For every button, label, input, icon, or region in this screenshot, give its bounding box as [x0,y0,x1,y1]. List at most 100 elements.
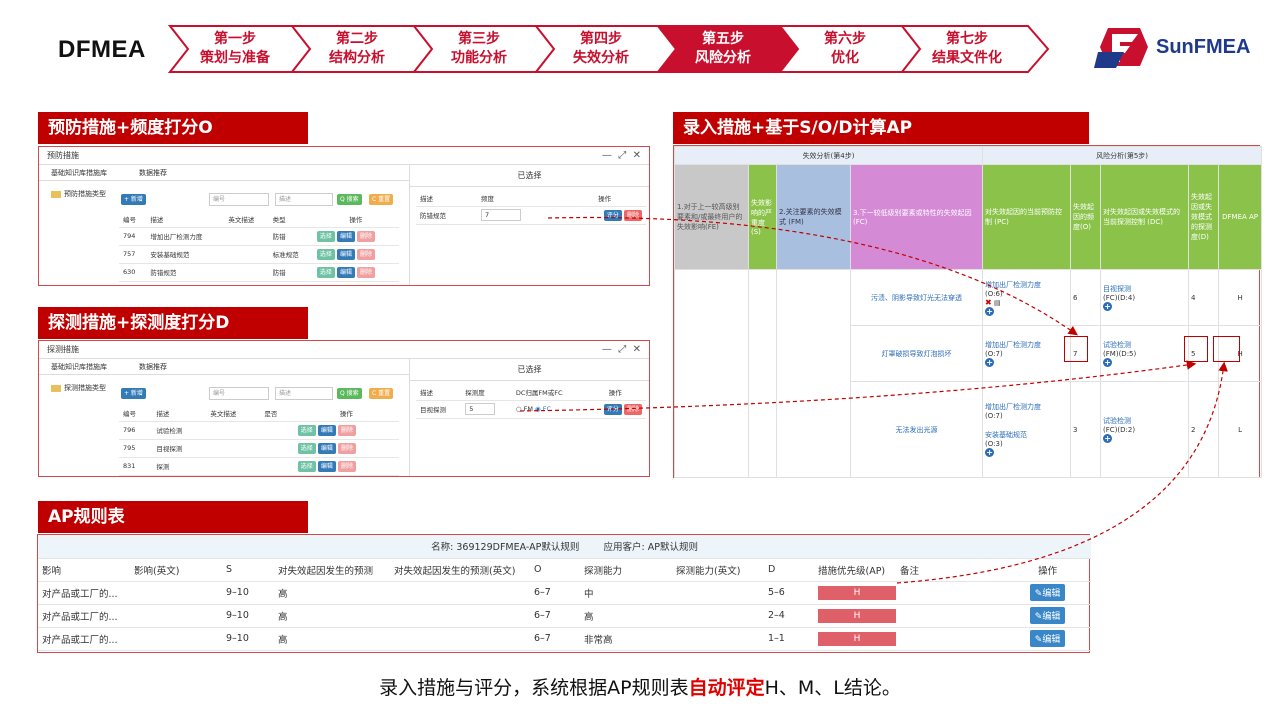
cell-impact: 对产品或工厂的... [38,581,130,605]
selected-title: 已选择 [410,165,649,187]
code-input[interactable]: 编号 [209,193,269,206]
radio-fc[interactable]: ◉ FC [535,405,552,413]
delete-button[interactable]: 删除 [623,403,642,415]
doc-icon[interactable]: ▤ [993,298,1001,307]
step-5[interactable]: 第五步风险分析 [656,24,806,74]
add-icon[interactable]: + [1103,302,1113,311]
delete-button[interactable]: 删除 [337,442,356,454]
cell-fc[interactable]: 无法发出光源 [849,381,984,478]
select-button[interactable]: 选择 [316,248,335,260]
edit-button[interactable]: 编辑 [336,248,355,260]
search-button[interactable]: Q 搜索 [337,388,362,399]
col-d: D [764,558,814,582]
select-button[interactable]: 选择 [297,460,316,472]
step-1[interactable]: 第一步策划与准备 [168,24,318,74]
cell-fc[interactable]: 污渍、阴影导致灯光无法穿透 [849,269,984,326]
tree-item-detection-type[interactable]: 探测措施类型 [51,383,106,393]
delete-button[interactable]: 删除 [337,424,356,436]
select-button[interactable]: 选择 [297,442,316,454]
desc-input[interactable]: 描述 [275,193,333,206]
delete-button[interactable]: 删除 [623,209,642,221]
edit-button[interactable]: 编辑 [336,266,355,278]
edit-button[interactable]: 编辑 [317,424,336,436]
prevention-window: 预防措施— ⤢ ✕ 基础知识库措施库 数据推荐 预防措施类型 + 新增 编号 描… [38,146,650,286]
table-header: 描述频度操作 [416,191,646,207]
cell-d: 1–1 [764,627,814,651]
add-icon[interactable]: + [1103,434,1113,443]
step-label: 第三步功能分析 [432,30,526,68]
select-button[interactable]: 选择 [297,424,316,436]
edit-button[interactable]: 编辑 [336,230,355,242]
cell-fc[interactable]: 灯罩破损导致灯泡损坏 [849,325,984,382]
tab-knowledge-base[interactable]: 基础知识库措施库 [51,363,107,371]
step-number: 第三步 [458,31,500,47]
prevention-window-title: 预防措施— ⤢ ✕ [39,147,649,165]
cell-pc: 增加出厂检测力度(O:7)安装基础规范(O:3)+ [982,381,1072,478]
add-button[interactable]: + 新增 [121,194,146,205]
tree-item-label: 探测措施类型 [64,384,106,392]
cell-o: 6–7 [530,604,580,628]
tab-data-recommend[interactable]: 数据推荐 [139,169,167,177]
dc-item[interactable]: 试验检测 [1103,417,1132,425]
step-6[interactable]: 第六步优化 [778,24,928,74]
edit-button[interactable]: 编辑 [317,460,336,472]
tree-item-prevention-type[interactable]: 预防措施类型 [51,189,106,199]
edit-button[interactable]: ✎编辑 [1029,630,1066,647]
delete-button[interactable]: 删除 [357,266,376,278]
radio-fm[interactable]: ○ FM [515,405,533,413]
col-dc-owner: DC归属FM或FC [511,385,585,401]
fmea-row: 污渍、阴影导致灯光无法穿透 增加出厂检测力度(O:6)✖ ▤+ 6 目视探测(F… [674,269,1263,478]
add-icon[interactable]: + [985,448,995,457]
window-controls[interactable]: — ⤢ ✕ [601,150,641,161]
reset-button[interactable]: C 重置 [369,388,394,399]
cell-en [206,439,261,458]
delete-button[interactable]: 删除 [357,248,376,260]
dc-item[interactable]: 试验检测 [1103,341,1132,349]
pc-item[interactable]: 增加出厂检测力度 [985,403,1042,411]
tab-knowledge-base[interactable]: 基础知识库措施库 [51,169,107,177]
pc-item[interactable]: 安装基础规范 [985,431,1028,439]
add-icon[interactable]: + [985,358,995,367]
select-button[interactable]: 选择 [316,230,335,242]
edit-button[interactable]: ✎编辑 [1029,584,1066,601]
delete-button[interactable]: 删除 [337,460,356,472]
step-7[interactable]: 第七步结果文件化 [900,24,1050,74]
col-detection: 探测度 [461,385,512,401]
reset-button[interactable]: C 重置 [369,194,394,205]
cell-impact-en [130,627,222,651]
window-controls[interactable]: — ⤢ ✕ [601,344,641,355]
pc-item[interactable]: 增加出厂检测力度 [985,341,1042,349]
add-button[interactable]: + 新增 [121,388,146,399]
prevention-heading: 预防措施+频度打分O [38,112,308,144]
frequency-input[interactable]: 7 [481,209,522,221]
code-input[interactable]: 编号 [209,387,269,400]
step-4[interactable]: 第四步失效分析 [534,24,684,74]
add-icon[interactable]: + [1103,358,1113,367]
fmea-group-header: 失效分析(第4步) 风险分析(第5步) [673,146,1263,165]
pc-item[interactable]: 增加出厂检测力度 [985,280,1042,289]
step-3[interactable]: 第三步功能分析 [412,24,562,74]
edit-button[interactable]: ✎编辑 [1029,607,1066,624]
pc-score: (O:6) [985,289,1003,298]
step-number: 第二步 [336,31,378,47]
search-button[interactable]: Q 搜索 [337,194,362,205]
delete-button[interactable]: 删除 [357,230,376,242]
score-button[interactable]: 评分 [603,403,622,415]
score-button[interactable]: 评分 [603,209,622,221]
detection-input[interactable]: 5 [465,403,496,415]
edit-button[interactable]: 编辑 [317,442,336,454]
dc-item[interactable]: 目视探测 [1103,285,1132,293]
add-icon[interactable]: + [985,306,995,316]
select-button[interactable]: 选择 [316,266,335,278]
cell-pc: 增加出厂检测力度(O:6)✖ ▤+ [982,269,1072,326]
desc-input[interactable]: 描述 [275,387,333,400]
caption: 录入措施与评分，系统根据AP规则表自动评定H、M、L结论。 [0,673,1280,700]
delete-icon[interactable]: ✖ [985,297,992,307]
cell-dc: 试验检测(FC)(D:2)+ [1100,381,1190,478]
tab-data-recommend[interactable]: 数据推荐 [139,363,167,371]
col-impact: 影响 [38,558,130,582]
step-2[interactable]: 第二步结构分析 [290,24,440,74]
